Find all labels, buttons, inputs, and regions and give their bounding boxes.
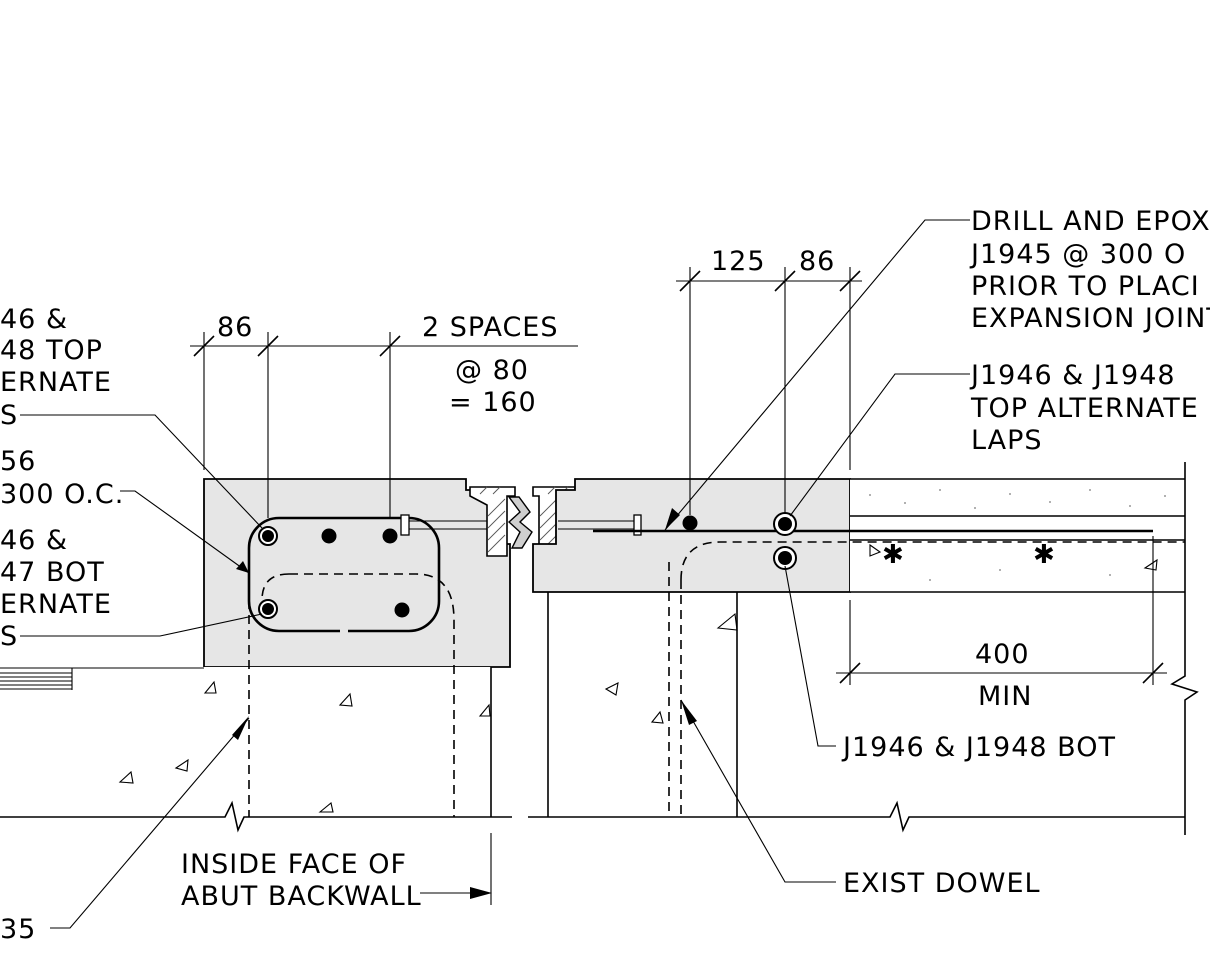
right-concrete-header: [532, 478, 851, 593]
left-bot-bars-label: 46 & 47 BOT ERNATE S: [0, 525, 112, 652]
svg-text:DRILL AND EPOX: DRILL AND EPOX: [971, 206, 1210, 237]
deck-slab: [850, 479, 1185, 592]
svg-text:✱: ✱: [1033, 540, 1055, 570]
left-break-line: [0, 800, 512, 833]
right-rebar-dots: [682, 512, 797, 570]
dim-lap-value: 400: [975, 639, 1030, 670]
svg-text:LAPS: LAPS: [971, 425, 1043, 456]
left-mid-bars-label: 56 300 O.C.: [0, 446, 124, 510]
svg-text:EXPANSION JOINT: EXPANSION JOINT: [971, 303, 1210, 334]
approach-slab-hatch: [0, 667, 204, 690]
dim-right-edge: 125: [711, 246, 766, 277]
right-break-line: [528, 800, 1185, 833]
right-vertical-break: [1170, 462, 1199, 835]
svg-text:46 &: 46 &: [0, 525, 68, 556]
deck-bottom-bars: ✱ ✱: [882, 540, 1055, 570]
svg-text:300 O.C.: 300 O.C.: [0, 479, 124, 510]
dim-spaces-line3: = 160: [449, 387, 537, 418]
inside-face-label: INSIDE FACE OF ABUT BACKWALL: [181, 849, 422, 912]
right-bot-bars-label: J1946 & J1948 BOT: [841, 732, 1116, 763]
left-backwall: [0, 667, 491, 817]
dim-spaces-line2: @ 80: [455, 355, 529, 386]
left-top-bars-label: 46 & 48 TOP ERNATE S: [0, 304, 112, 431]
svg-text:S: S: [0, 621, 18, 652]
dim-spaces-line1: 2 SPACES: [422, 312, 559, 343]
exist-dowel-label: EXIST DOWEL: [843, 868, 1041, 899]
svg-text:48 TOP: 48 TOP: [0, 335, 103, 366]
svg-text:J1945 @ 300 O: J1945 @ 300 O: [969, 239, 1186, 270]
svg-text:56: 56: [0, 446, 36, 477]
dim-lap-min: MIN: [978, 681, 1032, 712]
dim-left-cover: 86: [217, 312, 253, 343]
svg-text:TOP ALTERNATE: TOP ALTERNATE: [970, 393, 1199, 424]
svg-text:46 &: 46 &: [0, 304, 68, 335]
svg-text:PRIOR TO PLACI: PRIOR TO PLACI: [971, 271, 1200, 302]
svg-text:ERNATE: ERNATE: [0, 367, 112, 398]
svg-text:47 BOT: 47 BOT: [0, 557, 105, 588]
dim-right-cover: 86: [799, 246, 835, 277]
left-rebar-dots: [258, 526, 410, 619]
aggregate-marks: [118, 543, 1158, 813]
right-top-bars-label: J1946 & J1948 TOP ALTERNATE LAPS: [969, 360, 1199, 456]
svg-text:S: S: [0, 400, 18, 431]
svg-text:ERNATE: ERNATE: [0, 589, 112, 620]
svg-text:ABUT BACKWALL: ABUT BACKWALL: [181, 881, 422, 912]
svg-text:J1946 & J1948: J1946 & J1948: [969, 360, 1176, 391]
svg-text:INSIDE FACE OF: INSIDE FACE OF: [181, 849, 407, 880]
right-dimensions: [676, 267, 1167, 685]
drill-note-label: DRILL AND EPOX J1945 @ 300 O PRIOR TO PL…: [969, 206, 1210, 334]
left-dimensions: [190, 332, 578, 518]
left-bottom-tag: 35: [0, 914, 36, 945]
svg-text:✱: ✱: [882, 540, 904, 570]
leader-lines: [20, 219, 970, 929]
